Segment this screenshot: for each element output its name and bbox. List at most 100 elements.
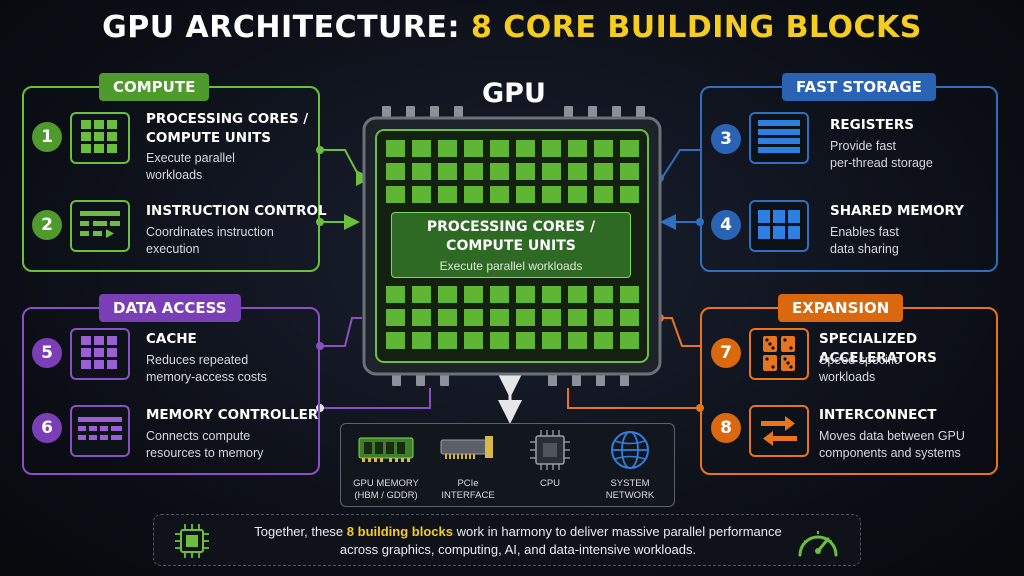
data-access-panel: DATA ACCESS — [22, 294, 320, 475]
badge-5: 5 — [32, 338, 62, 368]
core-cell — [594, 163, 613, 180]
core-cell — [516, 286, 535, 303]
badge-1: 1 — [32, 122, 62, 152]
item-4-desc-line1: Enables fast — [830, 225, 899, 239]
core-cell — [464, 163, 483, 180]
gpu-label: GPU — [482, 78, 546, 109]
core-cell — [542, 163, 561, 180]
instruction-icon — [70, 200, 130, 252]
core-cell — [386, 163, 405, 180]
badge-8: 8 — [711, 413, 741, 443]
core-cell — [594, 332, 613, 349]
item-4-desc: Enables fast data sharing — [830, 224, 899, 258]
io-gpu-memory: GPU MEMORY (HBM / GDDR) — [347, 424, 425, 508]
core-cell — [464, 332, 483, 349]
core-cell — [490, 332, 509, 349]
compute-panel: COMPUTE — [22, 73, 320, 272]
connector-data-6 — [320, 388, 431, 409]
badge-6: 6 — [32, 413, 62, 443]
core-cell — [412, 163, 431, 180]
core-cell — [542, 332, 561, 349]
core-cell — [386, 309, 405, 326]
summary-before: Together, these — [254, 524, 347, 539]
item-6-desc: Connects compute resources to memory — [146, 428, 263, 462]
core-cell — [620, 286, 639, 303]
item-1-desc-line1: Execute parallel — [146, 151, 235, 165]
item-4-desc-line2: data sharing — [830, 242, 899, 256]
globe-icon — [611, 431, 649, 469]
summary-line2: across graphics, computing, AI, and data… — [339, 542, 697, 557]
item-8-desc: Moves data between GPU components and sy… — [819, 428, 965, 462]
io-pcie-line1: PCIe — [457, 478, 479, 489]
item-5-desc-line1: Reduces repeated — [146, 353, 249, 367]
title-highlight: 8 CORE BUILDING BLOCKS — [470, 10, 922, 45]
io-system-network-line1: SYSTEM — [610, 478, 650, 489]
item-5-title: CACHE — [146, 331, 197, 347]
item-6-title: MEMORY CONTROLLER — [146, 407, 319, 423]
cpu-icon — [530, 430, 570, 470]
core-cell — [568, 309, 587, 326]
summary-after: work in harmony to deliver massive paral… — [452, 524, 782, 539]
connector-exp-7 — [660, 317, 700, 347]
core-cell — [516, 332, 535, 349]
connector-exp-8 — [567, 388, 700, 409]
item-3-desc-line1: Provide fast — [830, 139, 897, 153]
core-cell — [568, 163, 587, 180]
item-3-desc-line2: per-thread storage — [830, 156, 933, 170]
center-compute-units: PROCESSING CORES / COMPUTE UNITS Execute… — [391, 212, 631, 278]
core-cell — [568, 186, 587, 203]
item-1-title-line2: COMPUTE UNITS — [146, 130, 272, 146]
connector-storage-3 — [661, 149, 700, 179]
core-cell — [386, 332, 405, 349]
core-cell — [490, 140, 509, 157]
core-cell — [568, 332, 587, 349]
item-8-desc-line1: Moves data between GPU — [819, 429, 965, 443]
item-3-title: REGISTERS — [830, 117, 914, 133]
core-cell — [386, 186, 405, 203]
core-grid-icon — [70, 112, 130, 164]
core-cell — [594, 309, 613, 326]
compute-tag: COMPUTE — [99, 73, 210, 101]
item-1-title-line1: PROCESSING CORES / — [146, 111, 309, 127]
core-cell — [620, 140, 639, 157]
interconnect-icon — [749, 405, 809, 457]
center-desc: Execute parallel workloads — [439, 259, 583, 273]
core-cell — [464, 140, 483, 157]
memory-controller-icon — [70, 405, 130, 457]
core-cell — [516, 186, 535, 203]
io-system-network-line2: NETWORK — [605, 490, 655, 501]
center-title-line1: PROCESSING CORES / — [426, 219, 596, 235]
badge-2: 2 — [32, 210, 62, 240]
cache-icon — [70, 328, 130, 380]
core-cell — [412, 309, 431, 326]
fast-storage-panel: FAST STORAGE — [700, 73, 998, 272]
core-cell — [620, 163, 639, 180]
shared-memory-icon — [749, 200, 809, 252]
io-cpu-label: CPU — [511, 478, 589, 490]
item-6-desc-line2: resources to memory — [146, 446, 264, 460]
item-6-desc-line1: Connects compute — [146, 429, 251, 443]
core-cell — [464, 286, 483, 303]
core-cell — [438, 186, 457, 203]
chip-icon — [175, 524, 209, 558]
item-2-desc-line1: Coordinates instruction — [146, 225, 274, 239]
item-2-desc: Coordinates instruction execution — [146, 224, 274, 258]
core-cell — [568, 286, 587, 303]
badge-4: 4 — [711, 210, 741, 240]
item-1-title: PROCESSING CORES / COMPUTE UNITS — [146, 110, 308, 148]
summary-bar: Together, these 8 building blocks work i… — [153, 514, 861, 566]
pcie-card-icon — [440, 436, 493, 459]
core-cell — [542, 140, 561, 157]
io-cpu-line1: CPU — [539, 478, 561, 489]
connector-compute-1 — [320, 149, 372, 186]
core-cell — [438, 332, 457, 349]
memory-module-icon — [358, 437, 414, 462]
item-7-desc-line2: workloads — [819, 370, 876, 384]
page-title: GPU ARCHITECTURE: 8 CORE BUILDING BLOCKS — [0, 10, 1024, 45]
title-prefix: GPU ARCHITECTURE: — [102, 10, 461, 45]
core-cell — [438, 309, 457, 326]
core-cell — [490, 286, 509, 303]
core-cell — [542, 309, 561, 326]
core-cell — [568, 140, 587, 157]
item-2-title: INSTRUCTION CONTROL — [146, 203, 327, 219]
